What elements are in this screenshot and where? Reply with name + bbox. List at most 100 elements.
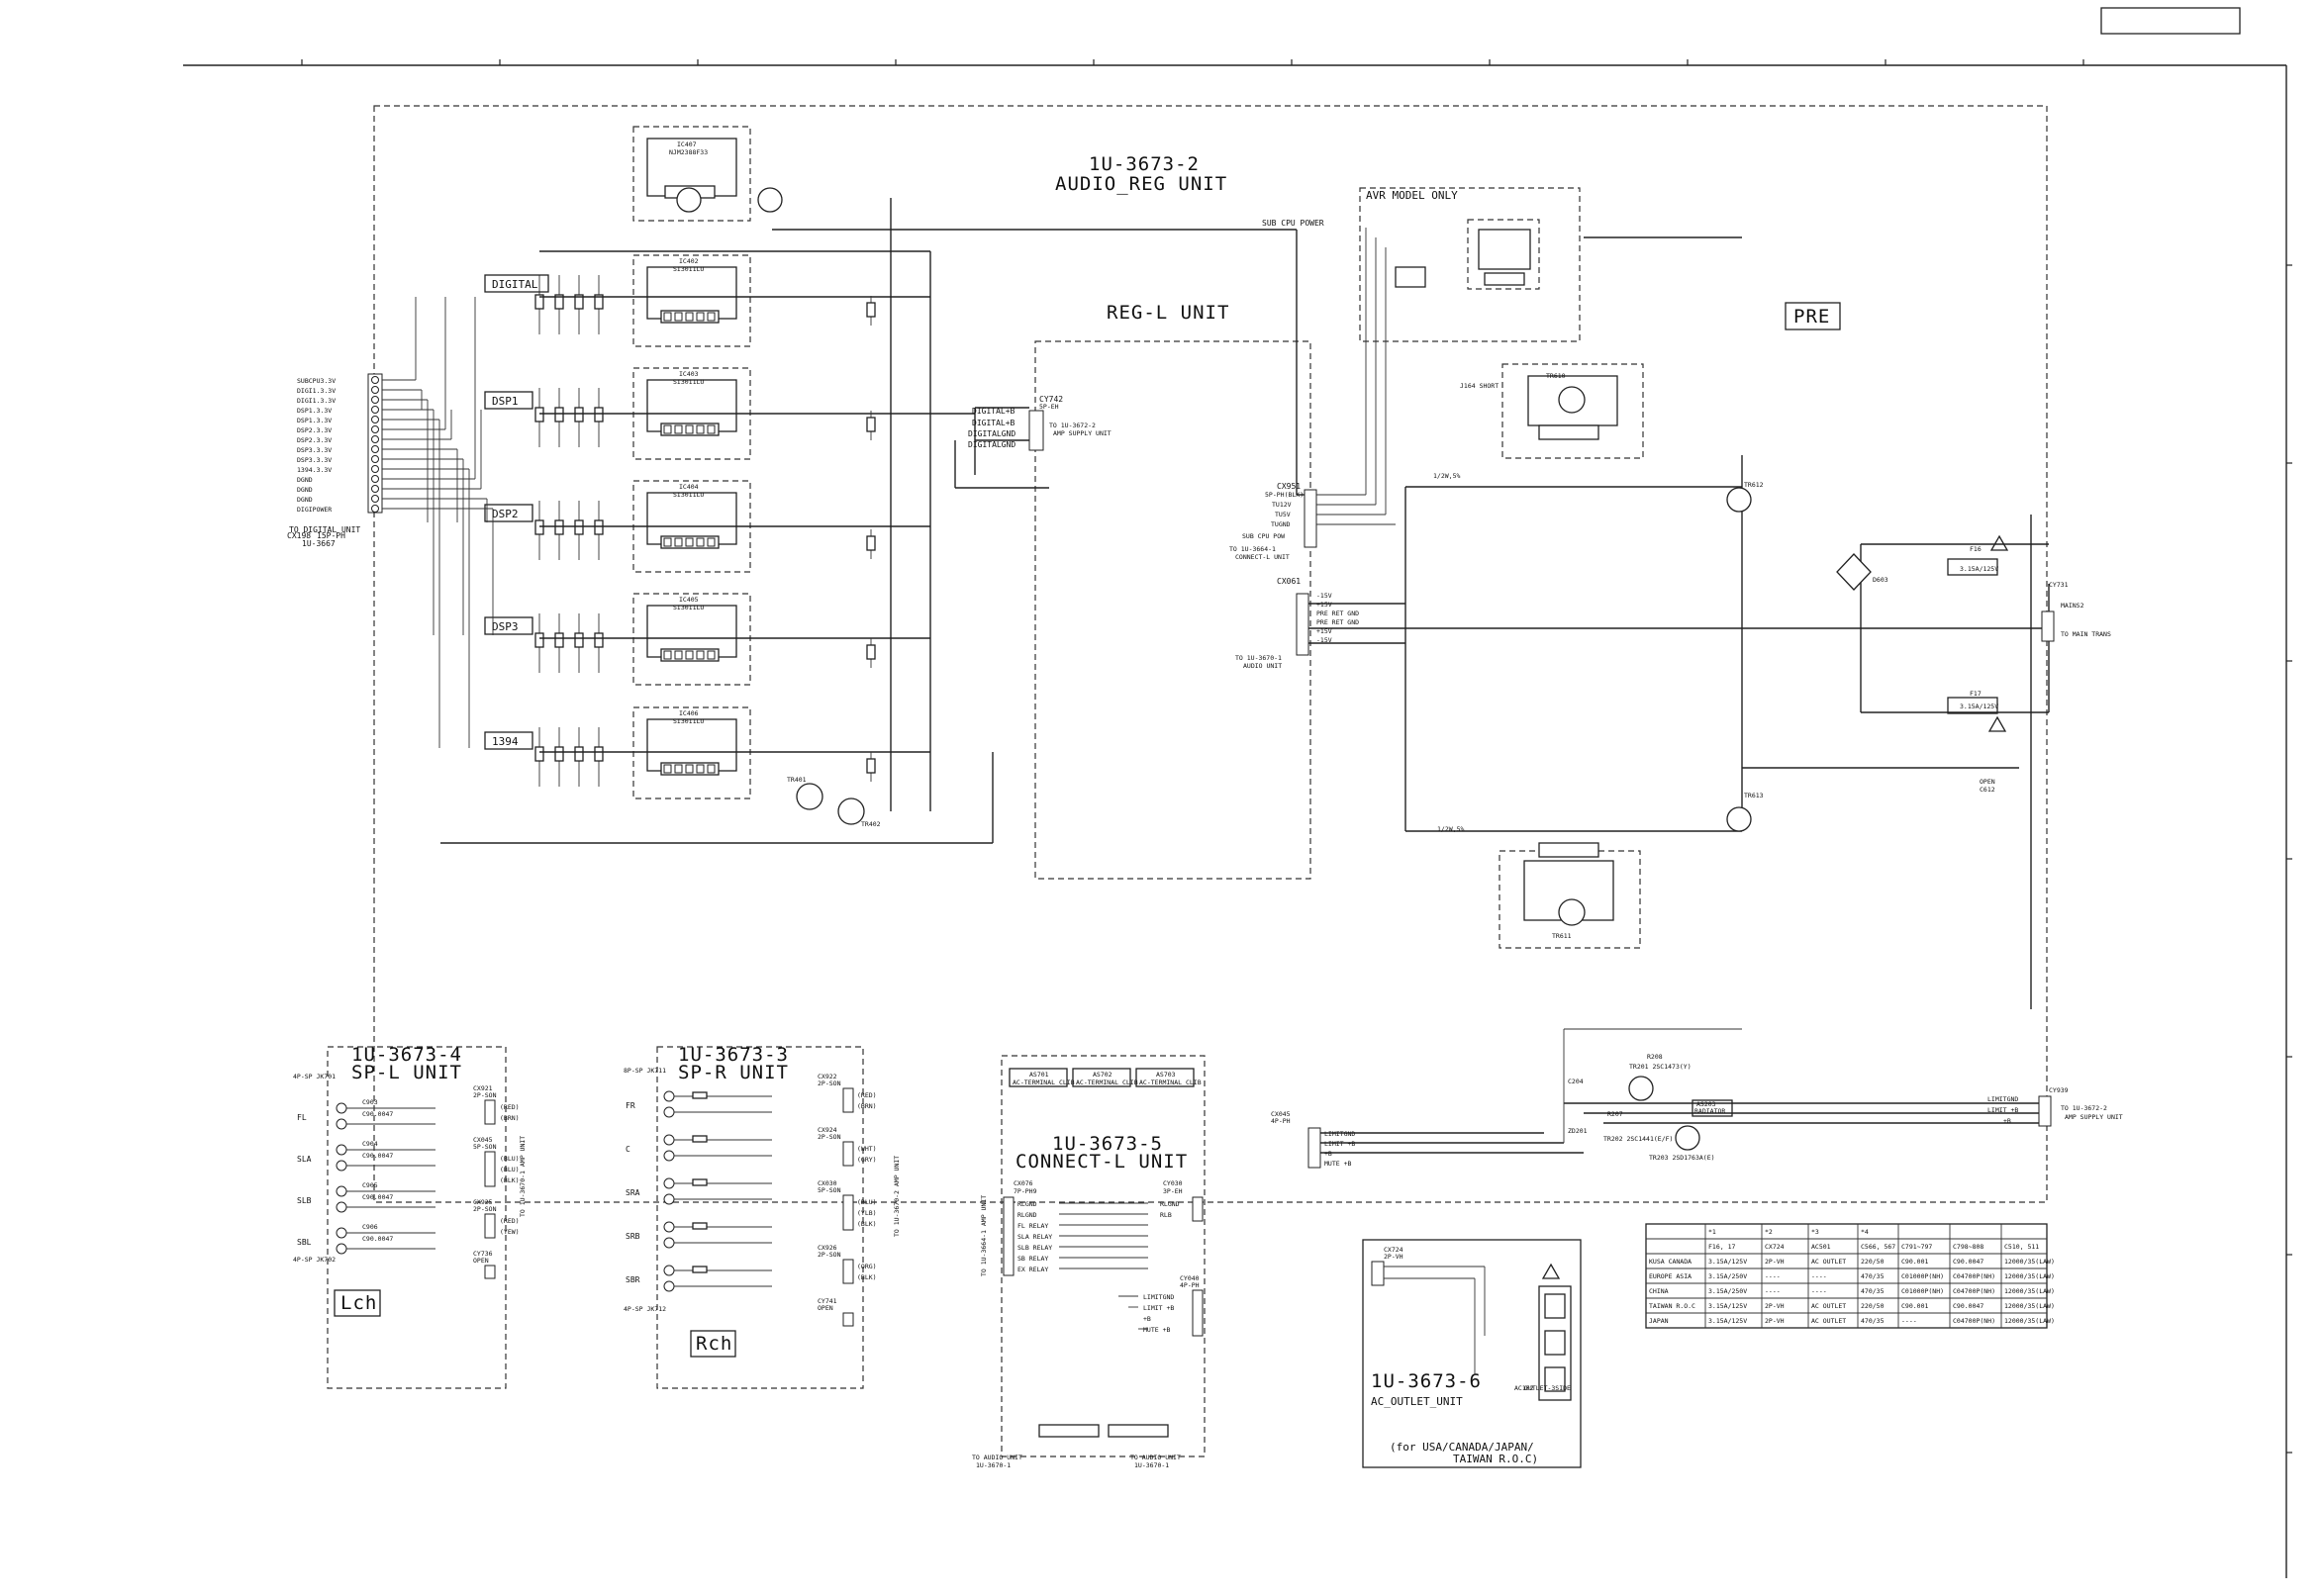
table-cell: ---- [1901, 1317, 1917, 1325]
table-cell: C90.0047 [1953, 1302, 1983, 1310]
sp-r-capacitor [692, 1222, 708, 1230]
cx198-pin [371, 435, 379, 443]
sp-l-input-bot: 4P-SP JK702 [293, 1256, 336, 1264]
connect-l-left-to: TO 1U-3664-1 AMP UNIT [980, 1195, 988, 1276]
table-cell: 3.15A/125V [1708, 1302, 1747, 1310]
cx061-net-3: PRE RET GND [1316, 610, 1359, 617]
sp-r-jack-terminal [663, 1134, 675, 1146]
cx061-to-2: AUDIO UNIT [1243, 662, 1282, 670]
connector-cx951: CX951 5P-PH(BLK) TU12V TU5V TUGND SUB CP… [1229, 228, 1396, 561]
cx198-pin-label: DSP2.3.3V [297, 426, 332, 434]
sp-r-wire-color: (BLU) [857, 1198, 877, 1206]
cx061-to-1: TO 1U-3670-1 [1235, 654, 1282, 662]
ic-ref: IC403 [679, 370, 699, 378]
sp-l-conn-ref: CY736 [473, 1250, 493, 1258]
sp-r-jack-terminal [663, 1221, 675, 1233]
table-cell: 220/50 [1861, 1258, 1885, 1266]
section-digital: DIGITAL [492, 278, 538, 291]
d603-label: D603 [1873, 576, 1888, 584]
ac102-ref: AC102 [1514, 1384, 1534, 1392]
table-header-cell: C798~808 [1953, 1243, 1983, 1251]
ic-pin [674, 764, 683, 774]
ic-pin [663, 764, 672, 774]
sp-r-capacitor [692, 1266, 708, 1273]
terminal-label: AC-TERMINAL CLIB [1139, 1079, 1202, 1086]
cx198-pin-label: SUBCPU3.3V [297, 377, 336, 385]
table-cell: 12000/35(LAW) [2004, 1317, 2055, 1325]
ic-pin [707, 650, 716, 660]
cx198-pin-label: DSP1.3.3V [297, 417, 332, 424]
connect-l-title-1: 1U-3673-5 [1052, 1133, 1163, 1155]
capacitor [554, 407, 564, 422]
cx198-pin [371, 416, 379, 423]
table-header-cell: *1 [1708, 1228, 1716, 1236]
sp-r-conn-type: OPEN [818, 1304, 833, 1312]
cx045-net-1: LIMITGND [1324, 1130, 1355, 1138]
sp-r-conn-ref: CX924 [818, 1126, 837, 1134]
to-main-trans-label: TO MAIN TRANS [2061, 630, 2111, 638]
ic407-ref: IC407 [677, 141, 697, 148]
table-cell: 3.15A/250V [1708, 1272, 1747, 1280]
table-header-cell: *2 [1765, 1228, 1773, 1236]
table-cell: JAPAN [1649, 1317, 1669, 1325]
frame-ticks [301, 59, 2292, 1454]
cx951-to-1: TO 1U-3664-1 [1229, 545, 1276, 553]
sp-r-input-srb: SRB [626, 1232, 640, 1241]
cx198-pin [371, 445, 379, 453]
pre-rails [1308, 455, 2050, 1009]
sp-l-conn-ref: CX925 [473, 1198, 493, 1206]
ic-part: SI3011LU [673, 265, 704, 273]
table-cell: 12000/35(LAW) [2004, 1287, 2055, 1295]
sp-r-connector [842, 1194, 854, 1231]
connect-l-unit-boundary [1001, 1055, 1206, 1457]
cy030-net: RLB [1160, 1211, 1172, 1219]
sp-r-input-fr: FR [626, 1101, 635, 1110]
capacitor [534, 519, 544, 535]
connect-l-to-right-1: TO AUDIO UNIT [1130, 1454, 1181, 1461]
table-cell: 2P-VH [1765, 1317, 1785, 1325]
cx724-label: CX724 [1384, 1246, 1403, 1254]
capacitor [554, 746, 564, 762]
cy040-ref: CY040 [1180, 1274, 1200, 1282]
table-cell: 470/35 [1861, 1272, 1885, 1280]
sp-r-unit-boundary [656, 1046, 864, 1389]
cy030-net: RLGND [1160, 1200, 1180, 1208]
cy939-ref: CY939 [2049, 1086, 2069, 1094]
terminal-ref: AS703 [1156, 1071, 1176, 1079]
sp-l-wire-color: (BRN) [500, 1114, 520, 1122]
capacitor [594, 632, 604, 648]
sp-r-jack-terminal [663, 1280, 675, 1292]
sp-l-unit-boundary [327, 1046, 507, 1389]
rch-box [690, 1330, 736, 1358]
cx198-pin [371, 495, 379, 503]
cx198-pin-label: DIGI1.3.3V [297, 387, 336, 395]
sp-r-conn-ref: CX030 [818, 1179, 837, 1187]
table-cell: ---- [1765, 1287, 1781, 1295]
ac-outlet-title-2: AC_OUTLET_UNIT [1371, 1395, 1463, 1408]
section-dsp1: DSP1 [492, 395, 519, 408]
cx076-net: SLA RELAY [1017, 1233, 1052, 1241]
table-cell: 470/35 [1861, 1287, 1885, 1295]
cx061-net-1: -15V [1316, 592, 1332, 600]
cy030-ref: CY030 [1163, 1179, 1183, 1187]
ic-pin [674, 650, 683, 660]
cx198-pin [371, 396, 379, 404]
table-cell: KUSA CANADA [1649, 1258, 1692, 1266]
rail-capacitor [866, 535, 876, 551]
sp-l-input-top: 4P-SP JK701 [293, 1073, 336, 1080]
sp-l-jack-terminal [336, 1160, 347, 1172]
c612-label: C612 [1980, 786, 1995, 794]
cx198-pin [371, 485, 379, 493]
sp-l-cap-ref: C905 [362, 1181, 378, 1189]
sp-r-wire-color: (BRN) [857, 1102, 877, 1110]
table-header-cell: AC501 [1811, 1243, 1831, 1251]
sp-r-connector [842, 1087, 854, 1113]
ic-block-boundary [632, 706, 751, 799]
cx951-net-2: TU5V [1275, 511, 1291, 518]
cx198-pin [371, 475, 379, 483]
ac-outlet-unit-boundary [1362, 1239, 1582, 1468]
ac-terminal-clip [1135, 1068, 1195, 1087]
cy939-to-2: AMP SUPPLY UNIT [2065, 1113, 2123, 1121]
ic-pin [696, 764, 705, 774]
